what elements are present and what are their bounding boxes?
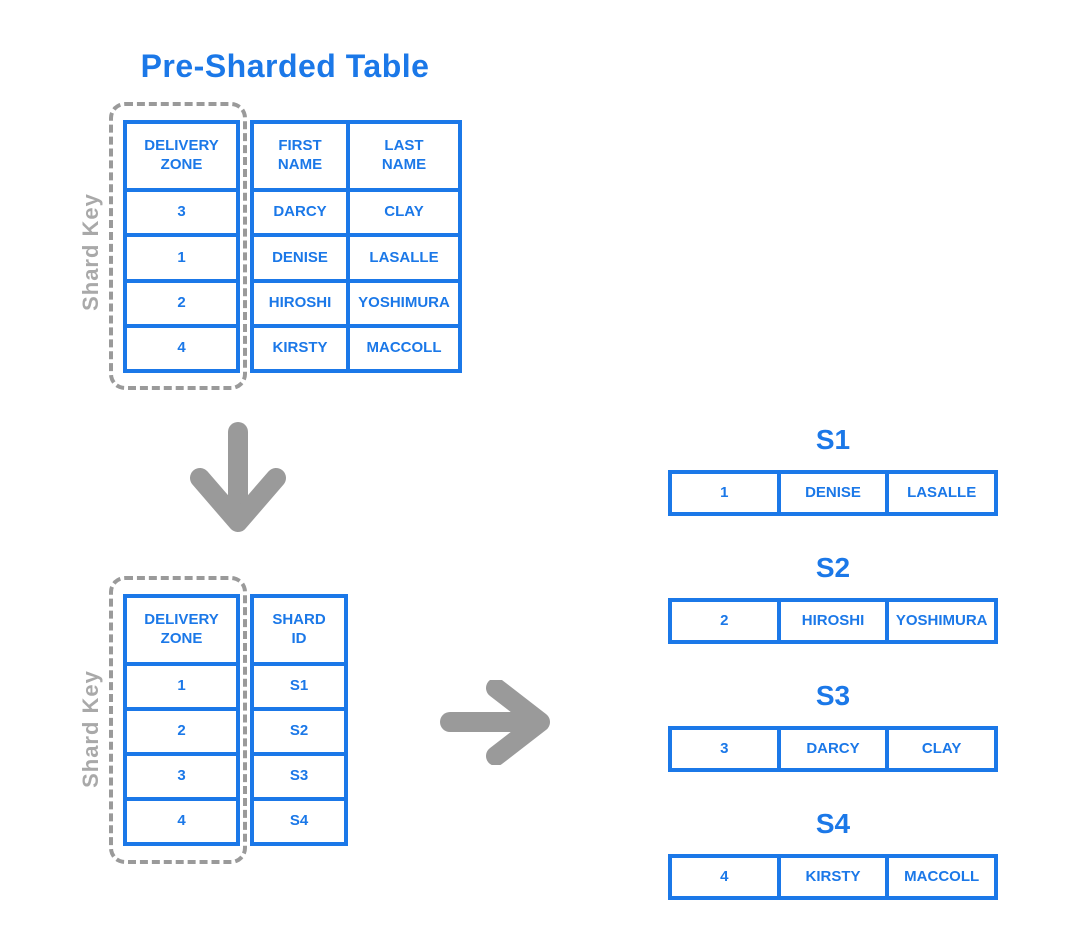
shard-key-label: Shard Key	[78, 193, 103, 311]
table-cell: CLAY	[889, 730, 994, 768]
shard-key-outline-top	[109, 102, 247, 390]
table-cell: 4	[672, 858, 777, 896]
table-cell: CLAY	[350, 192, 458, 234]
table-cell: DARCY	[254, 192, 346, 234]
shard-title: S3	[815, 680, 851, 711]
page-title: Pre-Sharded Table	[140, 48, 430, 84]
shard-title: S2	[815, 552, 851, 583]
table-cell: MACCOLL	[350, 327, 458, 369]
shard-key-outline-bottom	[109, 576, 247, 864]
shard-table-s1: 1 DENISE LASALLE	[668, 470, 998, 516]
pre-sharded-data-table: FIRST NAME LAST NAME DARCY CLAY DENISE L…	[250, 120, 462, 373]
mapping-key-column-table: DELIVERY ZONE 1 2 3 4	[123, 594, 240, 846]
table-cell: 2	[127, 711, 236, 752]
shard-table-s2: 2 HIROSHI YOSHIMURA	[668, 598, 998, 644]
table-cell: 3	[672, 730, 777, 768]
shard-key-label: Shard Key	[78, 670, 103, 788]
table-cell: DARCY	[780, 730, 886, 768]
table-cell: 3	[127, 192, 236, 234]
table-cell: YOSHIMURA	[889, 602, 994, 640]
down-arrow-icon	[190, 422, 286, 532]
table-cell: HIROSHI	[254, 282, 346, 324]
table-cell: 4	[127, 327, 236, 369]
table-header-cell: DELIVERY ZONE	[127, 598, 236, 662]
table-cell: S4	[254, 801, 344, 842]
mapping-data-table: SHARD ID S1 S2 S3 S4	[250, 594, 348, 846]
table-cell: DENISE	[254, 237, 346, 279]
table-cell: 2	[127, 282, 236, 324]
table-cell: 2	[672, 602, 777, 640]
table-header-cell: FIRST NAME	[254, 124, 346, 188]
table-cell: YOSHIMURA	[350, 282, 458, 324]
shard-title: S1	[815, 424, 851, 455]
right-arrow-icon	[440, 680, 550, 765]
table-cell: 1	[672, 474, 777, 512]
table-cell: DENISE	[780, 474, 886, 512]
table-cell: 3	[127, 756, 236, 797]
table-cell: S2	[254, 711, 344, 752]
table-cell: LASALLE	[350, 237, 458, 279]
table-cell: MACCOLL	[889, 858, 994, 896]
table-cell: HIROSHI	[780, 602, 886, 640]
shard-title: S4	[815, 808, 851, 839]
table-cell: 4	[127, 801, 236, 842]
table-header-cell: LAST NAME	[350, 124, 458, 188]
table-cell: 1	[127, 237, 236, 279]
table-cell: S3	[254, 756, 344, 797]
table-cell: LASALLE	[889, 474, 994, 512]
shard-table-s4: 4 KIRSTY MACCOLL	[668, 854, 998, 900]
shard-table-s3: 3 DARCY CLAY	[668, 726, 998, 772]
table-header-cell: DELIVERY ZONE	[127, 124, 236, 188]
table-cell: S1	[254, 666, 344, 707]
table-cell: KIRSTY	[254, 327, 346, 369]
table-header-cell: SHARD ID	[254, 598, 344, 662]
pre-sharded-key-column-table: DELIVERY ZONE 3 1 2 4	[123, 120, 240, 373]
table-cell: 1	[127, 666, 236, 707]
table-cell: KIRSTY	[780, 858, 886, 896]
